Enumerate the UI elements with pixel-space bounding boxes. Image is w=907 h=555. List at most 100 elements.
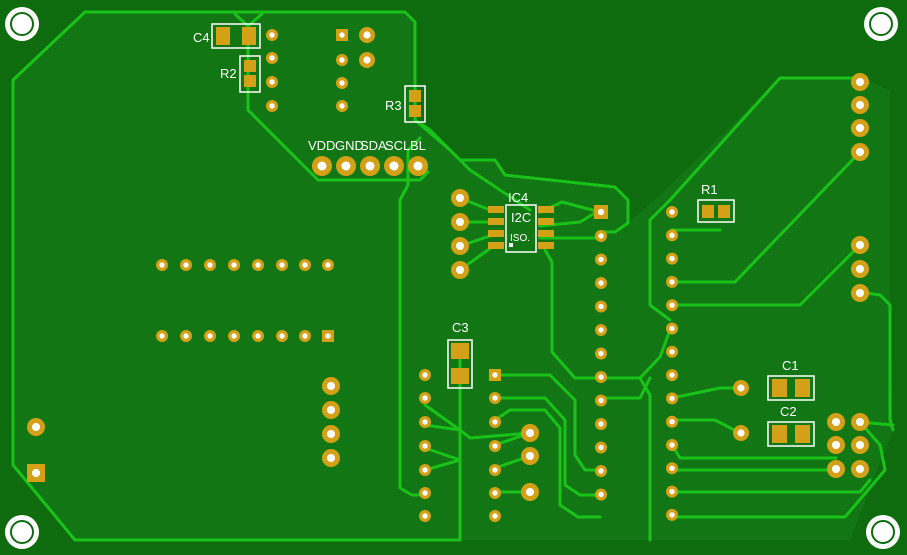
- pad: [851, 73, 869, 91]
- label-ic4: IC4: [508, 190, 528, 205]
- component-c3: C3: [447, 320, 473, 389]
- header-pad: [276, 330, 288, 342]
- pad: [266, 52, 278, 64]
- header-pad: [666, 275, 678, 288]
- pad: [851, 119, 869, 137]
- header-pad: [252, 330, 264, 342]
- pad: [851, 413, 869, 431]
- ic4-side-pad: [451, 237, 469, 255]
- pad: [489, 416, 501, 428]
- pad: [851, 260, 869, 278]
- header-pad: [180, 259, 192, 271]
- mount-hole-bottom-right: [866, 515, 900, 549]
- pad: [851, 460, 869, 478]
- pad: [827, 436, 845, 454]
- connector-pin: [336, 156, 356, 176]
- component-c2: C2: [767, 404, 815, 447]
- pad: [266, 100, 278, 112]
- pad: [359, 27, 375, 43]
- pad: [851, 96, 869, 114]
- component-ic4: IC4 I2C ISO.: [488, 190, 554, 253]
- pad: [851, 143, 869, 161]
- label-c3: C3: [452, 320, 469, 335]
- pad: [489, 464, 501, 476]
- header-pad: [666, 392, 678, 405]
- connector-pin: [312, 156, 332, 176]
- pad: [336, 54, 348, 66]
- mounting-holes: [5, 7, 900, 549]
- label-r3: R3: [385, 98, 402, 113]
- header-pad: [276, 259, 288, 271]
- header-pad: [666, 508, 678, 521]
- label-r2: R2: [220, 66, 237, 81]
- pad: [521, 424, 539, 442]
- pad: [336, 77, 348, 89]
- label-gnd: GND: [335, 138, 364, 153]
- ic4-body-text-i2c: I2C: [511, 210, 531, 225]
- connector-pin: [384, 156, 404, 176]
- header-pad: [595, 324, 607, 336]
- pad: [419, 416, 431, 428]
- header-pad: [180, 330, 192, 342]
- pad: [419, 369, 431, 381]
- header-pad: [666, 485, 678, 498]
- label-c2: C2: [780, 404, 797, 419]
- pad: [827, 460, 845, 478]
- header-pad: [156, 259, 168, 271]
- pad: [733, 380, 749, 396]
- pad: [419, 510, 431, 522]
- header-pad: [666, 369, 678, 382]
- header-pad: [595, 441, 607, 454]
- pad: [322, 425, 340, 443]
- header-pad: [666, 322, 678, 335]
- pad: [27, 418, 45, 436]
- header-pad: [228, 330, 240, 342]
- label-c1: C1: [782, 358, 799, 373]
- header-pad: [299, 259, 311, 271]
- pad: [851, 436, 869, 454]
- header-pad: [666, 252, 678, 265]
- pad: [419, 487, 431, 499]
- header-pad: [666, 229, 678, 242]
- header-pad: [228, 259, 240, 271]
- header-pad: [252, 259, 264, 271]
- pad: [322, 449, 340, 467]
- header-pad: [204, 259, 216, 271]
- header-pad: [666, 299, 678, 312]
- pad: [27, 464, 45, 482]
- pad: [851, 284, 869, 302]
- label-sda: SDA: [360, 138, 387, 153]
- header-pad: [595, 465, 607, 477]
- pad: [827, 413, 845, 431]
- pad: [521, 483, 539, 501]
- ic4-side-pad: [451, 261, 469, 279]
- header-pad: [156, 330, 168, 342]
- pad: [489, 440, 501, 452]
- connector-pin: [360, 156, 380, 176]
- component-c4: C4: [193, 23, 261, 49]
- mount-hole-top-left: [5, 7, 39, 41]
- header-pad: [322, 330, 334, 342]
- label-c4: C4: [193, 30, 210, 45]
- pad: [419, 464, 431, 476]
- connector-pin: [408, 156, 428, 176]
- label-vdd: VDD: [308, 138, 335, 153]
- header-pad: [666, 345, 678, 358]
- pad: [266, 76, 278, 88]
- header-pad: [595, 277, 607, 289]
- header-pad: [595, 300, 607, 313]
- pad: [336, 29, 348, 41]
- header-pad: [595, 371, 607, 383]
- mount-hole-bottom-left: [5, 515, 39, 549]
- component-c1: C1: [767, 358, 815, 401]
- pad: [359, 52, 375, 68]
- header-pad: [299, 330, 311, 342]
- pad: [489, 510, 501, 522]
- header-pad: [666, 415, 678, 428]
- pad: [419, 392, 431, 404]
- header-pad: [595, 347, 607, 360]
- header-pad: [666, 439, 678, 451]
- header-pad: [666, 462, 678, 475]
- pad: [266, 29, 278, 41]
